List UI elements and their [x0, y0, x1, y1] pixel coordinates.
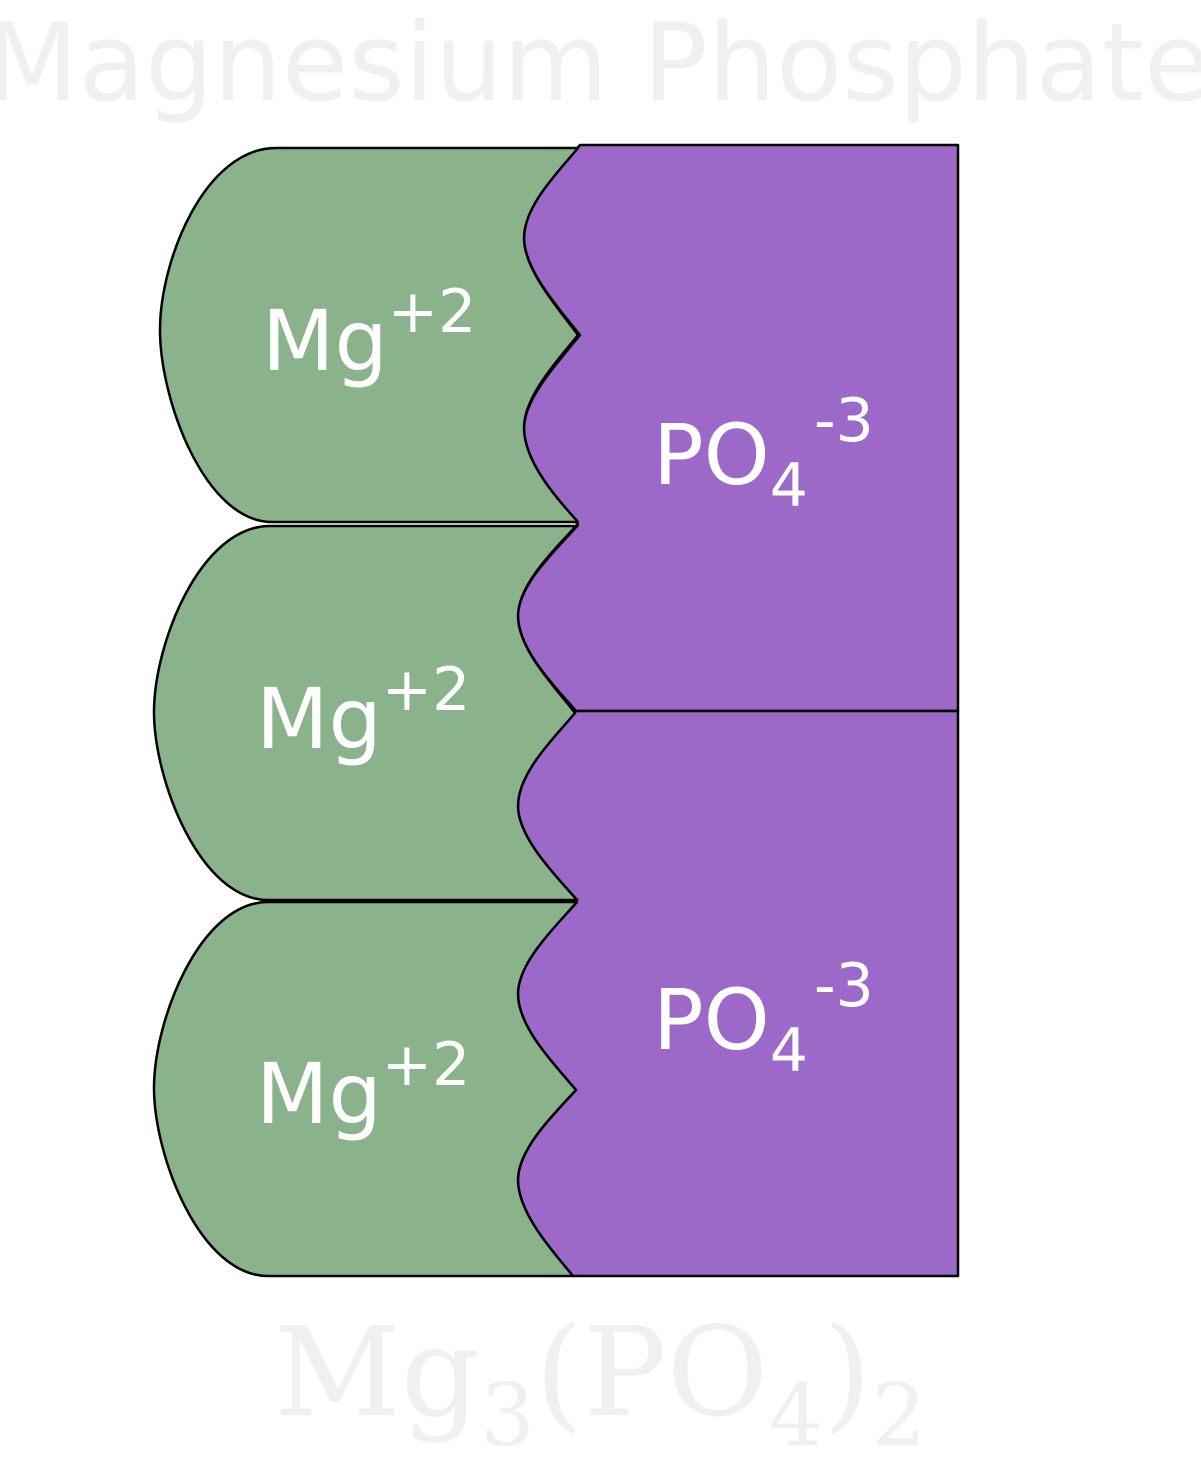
- magnesium-ion-tile-3: Mg+2: [152, 900, 579, 1278]
- phosphate-symbol: PO: [653, 406, 770, 504]
- magnesium-symbol: Mg: [256, 670, 382, 768]
- formula-phosphate-subscript: 4: [768, 1366, 823, 1459]
- formula-close-paren: ): [823, 1301, 871, 1445]
- phosphate-ion-tile-2: PO4-3: [516, 709, 960, 1278]
- phosphate-charge: -3: [814, 386, 874, 456]
- magnesium-ion-tile-2: Mg+2: [152, 524, 579, 902]
- magnesium-symbol: Mg: [262, 292, 388, 390]
- svg-text:Mg+2: Mg+2: [262, 277, 476, 390]
- magnesium-ion-shape: [158, 146, 580, 524]
- magnesium-symbol: Mg: [256, 1045, 382, 1143]
- formula-outer-subscript: 2: [871, 1366, 926, 1459]
- formula-mg-subscript: 3: [480, 1366, 535, 1459]
- magnesium-charge: +2: [382, 1030, 470, 1100]
- magnesium-ion-shape: [152, 900, 579, 1278]
- formula-mg: Mg: [274, 1301, 480, 1445]
- svg-text:Mg+2: Mg+2: [256, 1030, 470, 1143]
- svg-text:PO4-3: PO4-3: [653, 951, 874, 1086]
- svg-text:Mg+2: Mg+2: [256, 655, 470, 768]
- phosphate-symbol: PO: [653, 971, 770, 1069]
- magnesium-ion-shape: [152, 524, 579, 902]
- diagram-title: Magnesium Phosphate: [0, 1, 1201, 126]
- magnesium-charge: +2: [382, 655, 470, 725]
- magnesium-ion-tile-1: Mg+2: [158, 146, 580, 524]
- phosphate-charge: -3: [814, 951, 874, 1021]
- svg-text:PO4-3: PO4-3: [653, 386, 874, 521]
- phosphate-subscript: 4: [770, 1016, 808, 1086]
- phosphate-ion-tile-1: PO4-3: [516, 143, 960, 713]
- magnesium-charge: +2: [388, 277, 476, 347]
- formula-phosphate: (PO: [535, 1301, 768, 1445]
- phosphate-subscript: 4: [770, 451, 808, 521]
- chemical-formula: Mg3(PO4)2: [274, 1301, 926, 1459]
